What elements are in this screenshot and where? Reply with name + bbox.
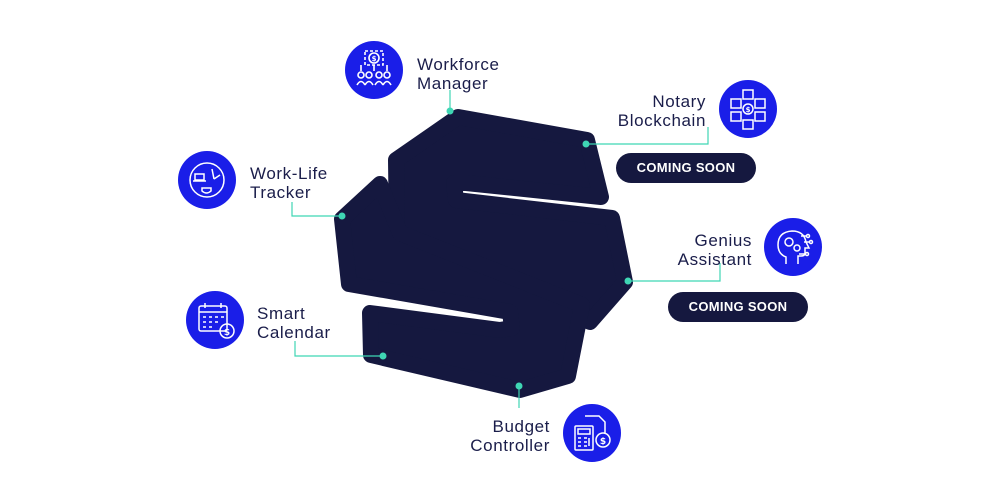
notary-blockchain-label: Notary Blockchain (596, 92, 706, 130)
budget-controller-label: Budget Controller (440, 417, 550, 455)
notary-blockchain-line1: Notary (652, 92, 706, 111)
svg-text:$: $ (600, 437, 606, 447)
notary-blockchain-icon-circle: $ (719, 80, 777, 138)
svg-text:$: $ (224, 328, 230, 338)
work-life-tracker-line1: Work-Life (250, 164, 328, 183)
budget-controller-line1: Budget (492, 417, 550, 436)
genius-assistant-label: Genius Assistant (640, 231, 752, 269)
genius-assistant-line1: Genius (694, 231, 752, 250)
work-life-tracker-line2: Tracker (250, 183, 312, 202)
budget-controller-icon-circle: $ (563, 404, 621, 462)
budget-controller-line2: Controller (470, 436, 550, 455)
workforce-manager-icon-circle: $ (345, 41, 403, 99)
genius-assistant-icon-circle (764, 218, 822, 276)
ai-head-icon (777, 230, 814, 264)
clock-laptop-icon (189, 162, 225, 198)
work-life-tracker-label: Work-Life Tracker (250, 164, 328, 202)
calculator-dollar-icon: $ (574, 415, 611, 451)
notary-coming-soon-badge: COMING SOON (616, 153, 756, 183)
smart-calendar-line1: Smart (257, 304, 306, 323)
genius-coming-soon-badge: COMING SOON (668, 292, 808, 322)
workforce-manager-label: Workforce Manager (417, 55, 500, 93)
team-dollar-icon: $ (356, 50, 392, 86)
svg-text:$: $ (372, 55, 377, 63)
smart-calendar-icon-circle: $ (186, 291, 244, 349)
work-life-tracker-icon-circle (178, 151, 236, 209)
notary-blockchain-line2: Blockchain (617, 111, 706, 130)
workforce-manager-line2: Manager (417, 74, 489, 93)
svg-text:$: $ (746, 106, 751, 114)
smart-calendar-line2: Calendar (257, 323, 331, 342)
calendar-dollar-icon: $ (198, 303, 235, 339)
smart-calendar-label: Smart Calendar (257, 304, 331, 342)
connector-dots (338, 107, 632, 390)
genius-assistant-line2: Assistant (677, 250, 752, 269)
central-s-logo (334, 109, 633, 398)
blockchain-cubes-icon: $ (730, 89, 766, 130)
workforce-manager-line1: Workforce (417, 55, 500, 74)
